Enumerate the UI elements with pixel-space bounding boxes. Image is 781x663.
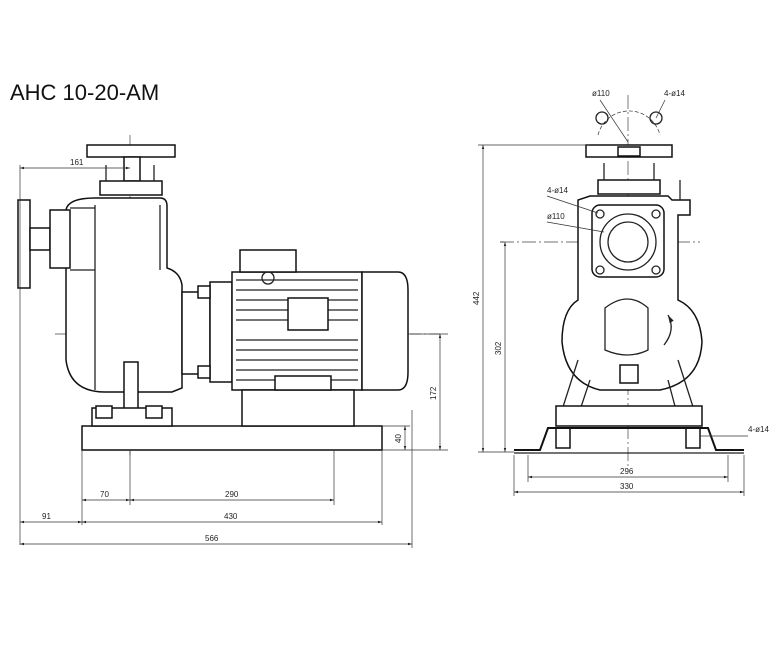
label-holes-top: 4-ø14 <box>664 89 685 98</box>
label-holes-base: 4-ø14 <box>748 425 769 434</box>
dim-161: 161 <box>70 158 84 167</box>
front-view: ø110 4-ø14 4-ø14 ø110 <box>472 89 769 496</box>
top-flange <box>86 144 176 158</box>
dim-302: 302 <box>494 341 503 355</box>
front-inlet-flange <box>591 204 665 278</box>
label-dia110-mid: ø110 <box>547 212 565 221</box>
label-dia110-top: ø110 <box>592 89 610 98</box>
dim-442: 442 <box>472 291 481 305</box>
dim-296: 296 <box>620 467 634 476</box>
motor-fan-cover <box>361 271 409 391</box>
label-holes-mid: 4-ø14 <box>547 186 568 195</box>
dim-172: 172 <box>429 386 438 400</box>
side-view: 161 172 40 70 290 91 430 566 <box>17 135 448 548</box>
dim-40: 40 <box>394 434 403 443</box>
base-frame <box>81 425 383 451</box>
front-base-plate <box>514 427 744 451</box>
dim-70: 70 <box>100 490 109 499</box>
dim-91: 91 <box>42 512 51 521</box>
dim-430: 430 <box>224 512 238 521</box>
drawing-title: АНС 10-20-АМ <box>10 80 160 105</box>
dim-330: 330 <box>620 482 634 491</box>
terminal-box <box>239 249 297 273</box>
dim-566: 566 <box>205 534 219 543</box>
dim-290: 290 <box>225 490 239 499</box>
